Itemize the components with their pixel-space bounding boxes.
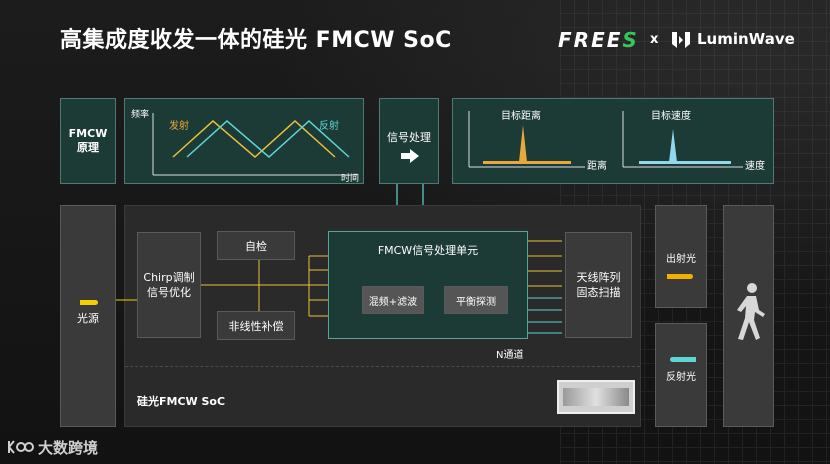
right-arrow-icon bbox=[401, 149, 419, 163]
mix-filter-box: 混频+滤波 bbox=[362, 286, 424, 314]
light-source-label: 光源 bbox=[77, 312, 99, 325]
luminwave-logo-icon bbox=[672, 32, 690, 48]
luminwave-brand-text: LuminWave bbox=[697, 30, 795, 48]
target-speed-title: 目标速度 bbox=[651, 111, 691, 122]
target-box bbox=[723, 205, 774, 427]
signal-processing-label: 信号处理 bbox=[387, 131, 431, 144]
outgoing-light-box: 出射光 bbox=[655, 205, 707, 308]
reflect-label: 反射 bbox=[319, 121, 339, 132]
fmcw-principle-label: FMCW 原理 bbox=[68, 127, 108, 154]
balanced-detection-box: 平衡探测 bbox=[444, 286, 508, 314]
self-check-box: 自检 bbox=[217, 231, 295, 260]
soc-label: 硅光FMCW SoC bbox=[137, 395, 226, 408]
distance-axis-label: 距离 bbox=[587, 161, 607, 172]
page-title: 高集成度收发一体的硅光 FMCW SoC bbox=[60, 28, 452, 53]
results-panel: 目标距离 距离 目标速度 速度 bbox=[452, 98, 774, 184]
transmit-label: 发射 bbox=[169, 121, 189, 132]
reflected-light-label: 反射光 bbox=[666, 372, 696, 383]
mix-filter-label: 混频+滤波 bbox=[368, 296, 418, 308]
nonlinear-compensation-box: 非线性补偿 bbox=[217, 311, 295, 340]
fmcw-waveform-panel: 频率 发射 反射 时间 bbox=[124, 98, 364, 184]
fmcw-principle-box: FMCW 原理 bbox=[60, 98, 116, 184]
antenna-array-label: 天线阵列 固态扫描 bbox=[576, 271, 621, 299]
fmcw-processing-unit: FMCW信号处理单元 bbox=[328, 231, 528, 339]
chirp-modulation-label: Chirp调制 信号优化 bbox=[143, 271, 195, 299]
frees-logo: FREES bbox=[558, 28, 639, 52]
brand-separator: x bbox=[650, 32, 659, 47]
results-chart bbox=[468, 111, 743, 168]
chirp-modulation-box: Chirp调制 信号优化 bbox=[137, 232, 201, 338]
outgoing-light-label: 出射光 bbox=[666, 254, 696, 265]
watermark-logo-icon bbox=[8, 440, 34, 454]
nonlinear-compensation-label: 非线性补偿 bbox=[228, 319, 284, 333]
n-channel-label: N通道 bbox=[496, 350, 524, 361]
outgoing-light-indicator bbox=[667, 274, 693, 279]
target-distance-title: 目标距离 bbox=[501, 111, 541, 122]
fmcw-waveform-chart bbox=[152, 113, 357, 176]
light-source-box: 光源 bbox=[60, 205, 116, 427]
walking-person-icon bbox=[737, 283, 765, 340]
signal-processing-box: 信号处理 bbox=[379, 98, 439, 184]
self-check-label: 自检 bbox=[245, 239, 267, 253]
reflected-light-box: 反射光 bbox=[655, 323, 707, 427]
yellow-light-indicator bbox=[80, 300, 98, 305]
balanced-detection-label: 平衡探测 bbox=[456, 296, 496, 308]
frequency-axis-label: 频率 bbox=[131, 110, 150, 120]
watermark-text: 大数跨境 bbox=[38, 439, 99, 457]
speed-axis-label: 速度 bbox=[745, 161, 765, 172]
fmcw-processing-unit-title: FMCW信号处理单元 bbox=[377, 244, 479, 257]
antenna-array-box: 天线阵列 固态扫描 bbox=[565, 232, 632, 338]
soc-divider bbox=[125, 366, 640, 367]
soc-chip-image bbox=[557, 380, 635, 414]
reflected-light-indicator bbox=[670, 357, 696, 362]
time-axis-label: 时间 bbox=[341, 174, 360, 184]
